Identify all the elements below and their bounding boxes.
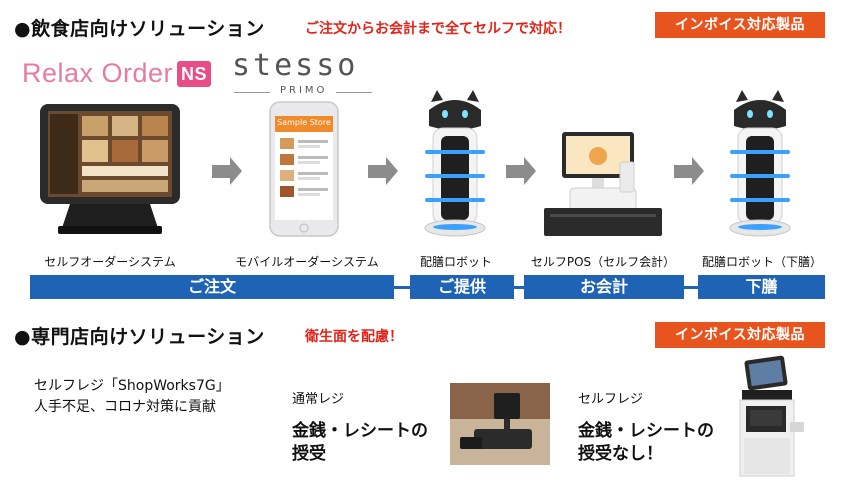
bullet-icon: ● <box>14 326 32 348</box>
flow-step-checkout: お会計 <box>524 275 684 299</box>
self-register-desc-line1: 金銭・レシートの <box>578 421 714 441</box>
specialty-section-subtitle: 衛生面を配慮！ <box>305 329 403 345</box>
bullet-icon: ● <box>14 18 32 40</box>
flow-step-order: ご注文 <box>30 275 394 299</box>
regular-register-illustration <box>450 383 550 465</box>
product-label-clearing-robot: 配膳ロボット（下膳） <box>701 255 822 269</box>
tablet-illustration <box>40 104 180 234</box>
product-label-self-order: セルフオーダーシステム <box>44 255 176 269</box>
shopworks-benefit: 人手不足、コロナ対策に貢献 <box>34 399 216 415</box>
self-register-desc-line2: 授受なし！ <box>578 444 663 464</box>
phone-store-header: Sample Store <box>277 118 331 127</box>
clearing-robot-illustration <box>729 90 791 237</box>
regular-register-desc-line2: 授受 <box>292 444 326 464</box>
regular-register-desc-line1: 金銭・レシートの <box>292 421 428 441</box>
product-label-serving-robot: 配膳ロボット <box>419 255 492 269</box>
flow-step-serve: ご提供 <box>410 275 514 299</box>
arrow-right-icon <box>674 157 704 185</box>
relax-ns-badge: NS <box>177 61 212 87</box>
regular-register-label: 通常レジ <box>292 392 345 407</box>
arrow-right-icon <box>368 157 398 185</box>
specialty-section-title: ●専門店向けソリューション <box>14 326 265 348</box>
invoice-badge-top: インボイス対応製品 <box>655 12 825 38</box>
serving-robot-illustration <box>424 90 486 237</box>
shopworks-product-name: セルフレジ「ShopWorks7G」 <box>34 378 230 394</box>
product-label-mobile-order: モバイルオーダーシステム <box>235 255 379 269</box>
arrow-right-icon <box>212 157 242 185</box>
product-label-self-pos: セルフPOS（セルフ会計） <box>530 255 676 269</box>
arrow-right-icon <box>506 157 536 185</box>
smartphone-illustration <box>269 101 339 237</box>
self-register-illustration <box>739 355 804 477</box>
self-pos-illustration <box>544 132 662 236</box>
restaurant-section-subtitle: ご注文からお会計まで全てセルフで対応！ <box>305 21 571 37</box>
primo-text: PRIMO <box>280 85 328 96</box>
stesso-primo-logo: stesso PRIMO <box>232 48 377 99</box>
restaurant-section-title: ●飲食店向けソリューション <box>14 18 265 40</box>
self-register-label: セルフレジ <box>578 392 644 407</box>
invoice-badge-bottom: インボイス対応製品 <box>655 322 825 348</box>
flow-step-clearing: 下膳 <box>698 275 825 299</box>
